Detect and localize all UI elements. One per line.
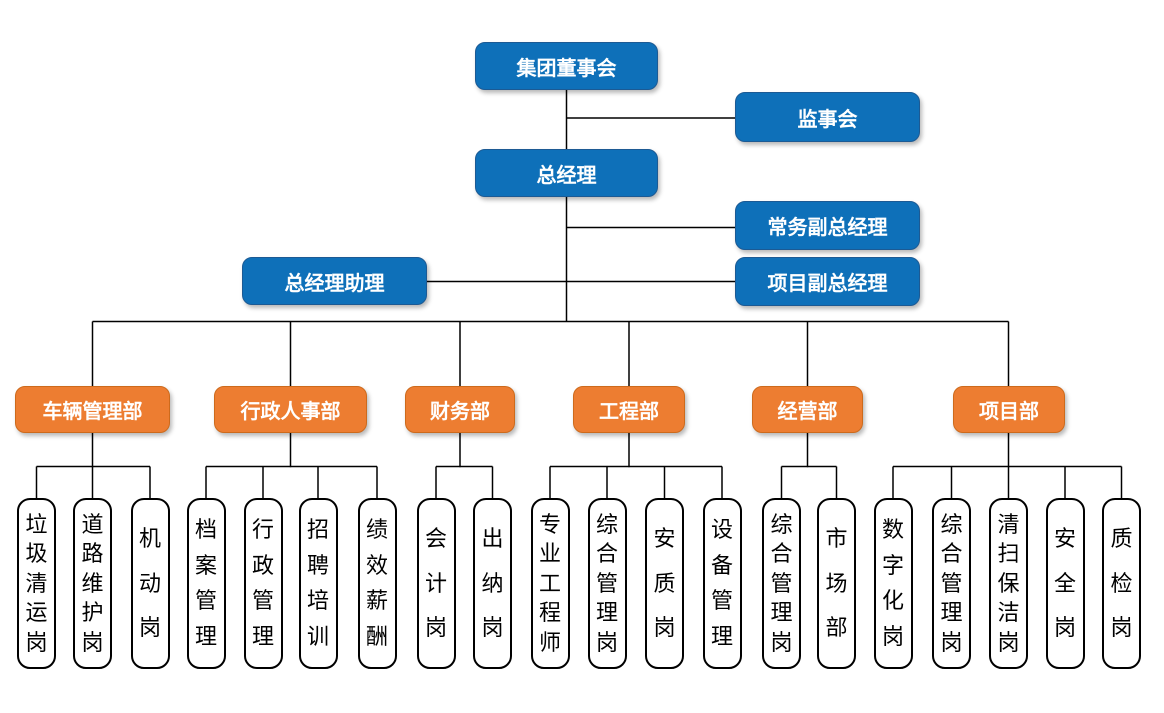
node-project-general-management-post: 综合管理岗 (932, 498, 971, 669)
node-safety-quality-post: 安质岗 (645, 498, 684, 669)
node-operations-dept-label: 经营部 (777, 401, 838, 423)
node-general-manager: 总经理 (475, 149, 658, 197)
node-gm-assistant: 总经理助理 (242, 257, 427, 305)
node-finance-dept-label: 财务部 (430, 401, 490, 423)
node-operations-general-management-post-label: 综合管理岗 (770, 511, 793, 655)
node-quality-inspection-post-label: 质检岗 (1110, 526, 1133, 640)
node-admin-management-post: 行政管理 (243, 498, 283, 669)
node-mobile-post: 机动岗 (130, 498, 170, 669)
node-general-manager-label: 总经理 (536, 164, 597, 187)
node-project-dept-label: 项目部 (979, 401, 1039, 423)
node-supervisory-board-label: 监事会 (797, 108, 858, 131)
node-admin-hr-dept-label: 行政人事部 (240, 401, 341, 423)
node-cashier-post-label: 出纳岗 (481, 526, 504, 640)
node-project-general-management-post-label: 综合管理岗 (940, 511, 963, 655)
node-equipment-management-post-label: 设备管理 (710, 517, 733, 649)
node-accounting-post-label: 会计岗 (424, 526, 447, 640)
node-safety-quality-post-label: 安质岗 (653, 526, 676, 640)
node-road-maintenance-post: 道路维护岗 (73, 498, 112, 669)
node-mobile-post-label: 机动岗 (138, 526, 161, 640)
node-market-dept-post: 市场部 (817, 498, 856, 669)
node-cashier-post: 出纳岗 (473, 498, 512, 669)
node-executive-deputy-gm-label: 常务副总经理 (767, 217, 888, 239)
node-board-label: 集团董事会 (516, 57, 617, 80)
node-accounting-post: 会计岗 (416, 498, 456, 669)
node-admin-management-post-label: 行政管理 (251, 517, 274, 649)
node-performance-compensation-post-label: 绩效薪酬 (365, 517, 388, 649)
node-archives-management-post-label: 档案管理 (194, 517, 217, 649)
node-board: 集团董事会 (475, 42, 658, 90)
node-engineering-general-management-post: 综合管理岗 (587, 498, 627, 669)
node-recruitment-training-post: 招聘培训 (298, 498, 338, 669)
node-gm-assistant-label: 总经理助理 (284, 272, 385, 295)
node-operations-dept: 经营部 (752, 386, 863, 433)
node-garbage-clearing-post-label: 垃圾清运岗 (25, 511, 48, 655)
node-digitalization-post: 数字化岗 (873, 498, 913, 669)
node-archives-management-post: 档案管理 (186, 498, 226, 669)
node-supervisory-board: 监事会 (735, 92, 920, 142)
node-vehicle-management-dept: 车辆管理部 (15, 386, 170, 433)
node-garbage-clearing-post: 垃圾清运岗 (17, 498, 56, 669)
node-project-deputy-gm: 项目副总经理 (735, 257, 920, 306)
node-cleaning-post: 清扫保洁岗 (989, 498, 1028, 669)
node-professional-engineer-post: 专业工程师 (530, 498, 570, 669)
node-operations-general-management-post: 综合管理岗 (762, 498, 801, 669)
node-cleaning-post-label: 清扫保洁岗 (997, 511, 1020, 655)
node-safety-post: 安全岗 (1045, 498, 1085, 669)
node-safety-post-label: 安全岗 (1053, 526, 1076, 640)
node-equipment-management-post: 设备管理 (702, 498, 742, 669)
node-engineering-dept: 工程部 (573, 386, 685, 433)
node-performance-compensation-post: 绩效薪酬 (357, 498, 397, 669)
node-engineering-dept-label: 工程部 (599, 401, 659, 423)
node-professional-engineer-post-label: 专业工程师 (538, 511, 561, 655)
node-road-maintenance-post-label: 道路维护岗 (81, 511, 104, 655)
node-finance-dept: 财务部 (405, 386, 515, 433)
node-admin-hr-dept: 行政人事部 (214, 386, 367, 433)
node-quality-inspection-post: 质检岗 (1102, 498, 1141, 669)
node-vehicle-management-dept-label: 车辆管理部 (42, 401, 143, 423)
node-recruitment-training-post-label: 招聘培训 (306, 517, 329, 649)
node-market-dept-post-label: 市场部 (825, 526, 848, 640)
node-engineering-general-management-post-label: 综合管理岗 (595, 511, 618, 655)
node-executive-deputy-gm: 常务副总经理 (735, 201, 920, 250)
node-digitalization-post-label: 数字化岗 (881, 517, 904, 649)
node-project-dept: 项目部 (953, 386, 1065, 433)
node-project-deputy-gm-label: 项目副总经理 (767, 273, 888, 295)
